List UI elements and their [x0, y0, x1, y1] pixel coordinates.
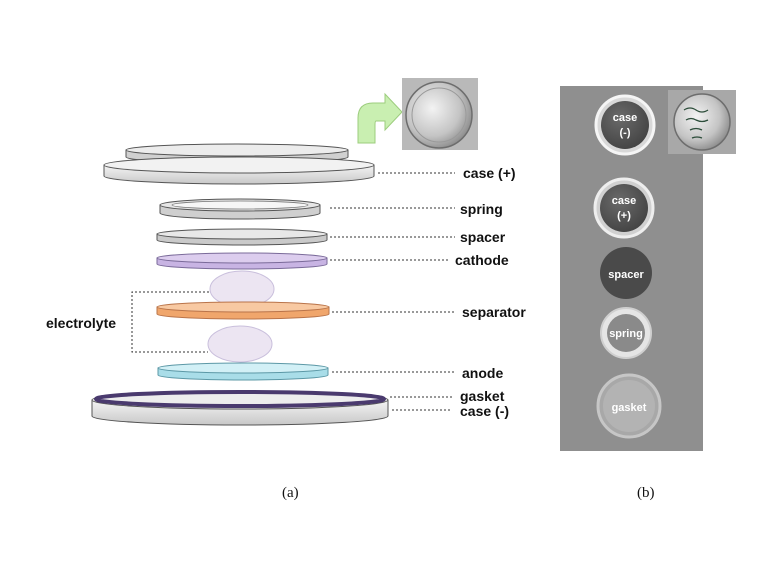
anode-disc	[157, 362, 329, 381]
label-separator: separator	[462, 304, 526, 320]
label-cathode: cathode	[455, 252, 509, 268]
caption-b: (b)	[637, 485, 655, 501]
label-case-neg: case (-)	[460, 403, 509, 419]
label-anode: anode	[462, 365, 503, 381]
case-pos-disc	[103, 143, 375, 185]
svg-text:spring: spring	[609, 328, 643, 340]
photo-case-neg: case (-)	[594, 94, 656, 156]
label-spring: spring	[460, 201, 503, 217]
label-spacer: spacer	[460, 229, 506, 245]
photo-labeled-lid	[668, 90, 736, 154]
cathode-disc	[156, 252, 328, 270]
gasket-ring	[94, 390, 386, 408]
electrolyte-drop-lower	[207, 325, 273, 363]
curved-arrow-icon	[357, 92, 403, 144]
panel-b: case (-) case (+) spacer spring	[560, 86, 736, 501]
photo-case-pos: case (+)	[593, 177, 655, 239]
svg-text:(-): (-)	[620, 127, 631, 139]
svg-text:gasket: gasket	[612, 402, 647, 414]
separator-disc	[156, 301, 330, 320]
svg-text:case: case	[612, 195, 636, 207]
label-case-pos: case (+)	[463, 165, 516, 181]
photo-spring: spring	[600, 307, 652, 359]
svg-text:case: case	[613, 112, 637, 124]
label-electrolyte: electrolyte	[46, 315, 116, 331]
panel-a: case (+) spring spacer cathode electroly…	[46, 78, 526, 501]
label-gasket: gasket	[460, 388, 505, 404]
electrolyte-bracket	[131, 291, 209, 353]
svg-text:(+): (+)	[617, 210, 631, 222]
assembled-cell-photo	[402, 78, 478, 150]
photo-gasket: gasket	[596, 373, 662, 439]
spacer-disc	[156, 228, 328, 246]
case-neg-disc	[91, 390, 389, 426]
spring-disc	[159, 198, 321, 220]
caption-a: (a)	[282, 485, 299, 501]
svg-text:spacer: spacer	[608, 269, 644, 281]
photo-spacer: spacer	[600, 247, 652, 299]
